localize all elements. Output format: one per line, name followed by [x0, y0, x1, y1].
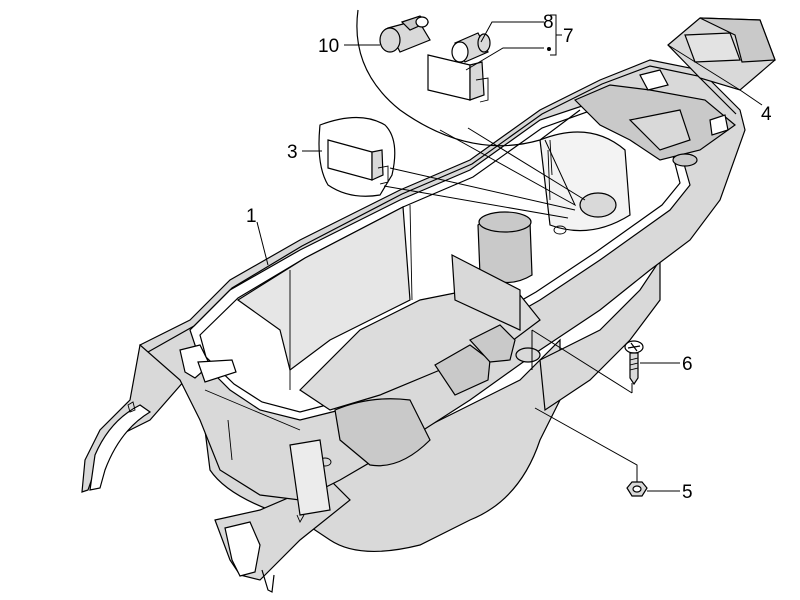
callout-labels: 1 3 4 5 6 7 8 10 [246, 12, 772, 503]
callout-7: 7 [563, 26, 574, 47]
callout-3: 3 [287, 142, 298, 163]
detail-box-3 [318, 116, 576, 219]
part-10-grommet [379, 15, 431, 53]
seat-storage-tub [138, 59, 746, 524]
callout-5: 5 [682, 482, 693, 503]
callout-1: 1 [246, 206, 257, 227]
callout-8: 8 [543, 12, 554, 33]
callout-10: 10 [318, 36, 339, 57]
part-6-screw [624, 340, 644, 386]
part-4-trim-block [667, 17, 776, 91]
part-5-nut [626, 481, 648, 497]
part-8-bushing [451, 32, 491, 63]
leader-lines [256, 14, 763, 492]
detail-magnifier [356, 9, 586, 207]
callout-6: 6 [682, 354, 693, 375]
callout-4: 4 [761, 104, 772, 125]
